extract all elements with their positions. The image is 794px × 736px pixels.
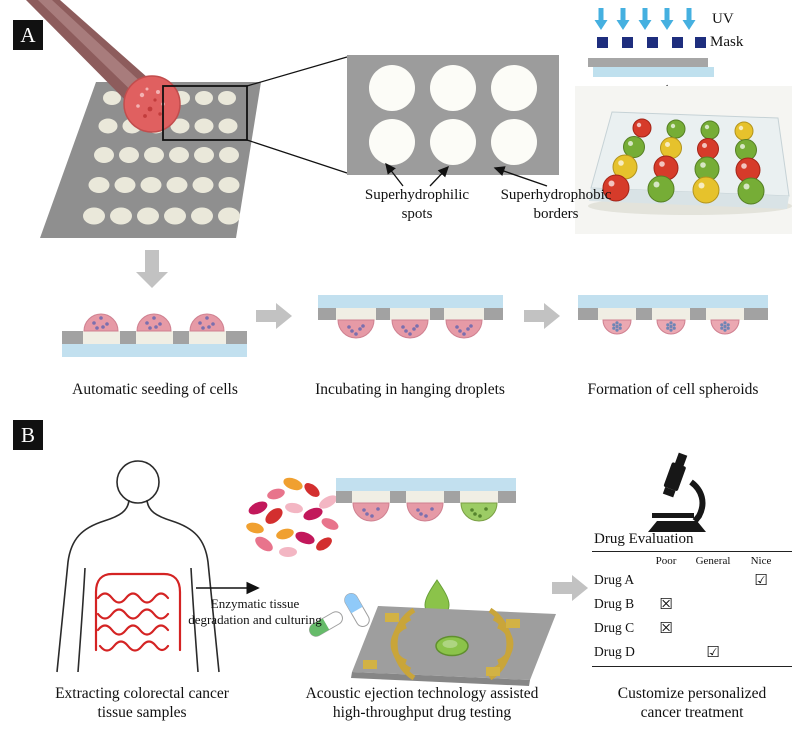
drug-d-general-mark: ☑ [706,643,720,661]
column-header-blank [592,558,644,562]
acoustic-device [351,606,556,686]
flow-arrow-down [136,250,168,288]
drug-a-label: Drug A [594,572,635,587]
stage-incubating [318,295,503,339]
superhydrophilic-spots-label: Superhydrophilic spots [364,187,470,222]
spot-plate [40,82,261,238]
drug-b-nice-mark [738,592,784,616]
intestine-illustration [94,572,182,652]
table-rule-top [592,551,792,552]
zoom-view [347,55,559,175]
panel-a-tag: A [13,20,43,50]
enzymatic-label: Enzymatic tissue degradation and culturi… [188,596,322,628]
microscope-icon [648,452,706,532]
uv-arrows-icon [594,8,696,30]
drug-b-poor-mark: ☒ [659,595,673,613]
drug-a-general-mark [688,568,738,592]
drug-evaluation-title: Drug Evaluation [594,531,694,547]
extract-caption: Extracting colorectal cancer tissue samp… [55,685,229,722]
superhydrophobic-borders-label: Superhydrophobic borders [500,187,612,222]
stage-spheroids [578,295,768,335]
drug-a-nice-mark: ☑ [754,571,768,589]
drug-c-poor-mark: ☒ [659,619,673,637]
drug-c-nice-mark [738,616,784,640]
mask-squares [597,37,706,48]
dropper-illustration [26,0,181,133]
table-rule-bottom [592,666,792,667]
column-header-nice: Nice [750,555,772,567]
flow-arrow-2 [524,303,560,329]
mask-label: Mask [710,34,744,50]
drug-d-label: Drug D [594,644,635,659]
zoom-callout [162,56,348,174]
panel-a-graphics [26,0,792,357]
flow-arrow-1 [256,303,292,329]
droplet-array-photo [575,86,792,234]
stage-seeding [62,313,247,357]
drug-c-label: Drug C [594,620,635,635]
drug-a-poor-mark [644,568,688,592]
drug-b-label: Drug B [594,596,635,611]
drug-evaluation-table: Drug Evaluation Poor General Nice Drug A… [592,531,792,667]
column-header-general: General [695,555,731,567]
step-spheroids-caption: Formation of cell spheroids [587,381,759,398]
drug-c-general-mark [688,616,738,640]
drug-d-poor-mark [644,640,688,664]
uv-label: UV [712,11,734,27]
column-header-poor: Poor [655,555,677,567]
cell-suspension [246,477,339,557]
flow-arrow-3 [552,575,588,601]
hanging-droplet-array [336,478,516,522]
human-figure [56,460,220,673]
step-seeding-caption: Automatic seeding of cells [72,381,238,398]
drug-b-general-mark [688,592,738,616]
customize-caption: Customize personalized cancer treatment [617,685,767,722]
acoustic-caption: Acoustic ejection technology assisted hi… [305,685,539,722]
drug-d-nice-mark [738,640,784,664]
uv-mask-illustration [588,8,714,77]
panel-b-tag: B [13,420,43,450]
step-incubating-caption: Incubating in hanging droplets [315,381,505,398]
panel-b-graphics [56,452,706,686]
